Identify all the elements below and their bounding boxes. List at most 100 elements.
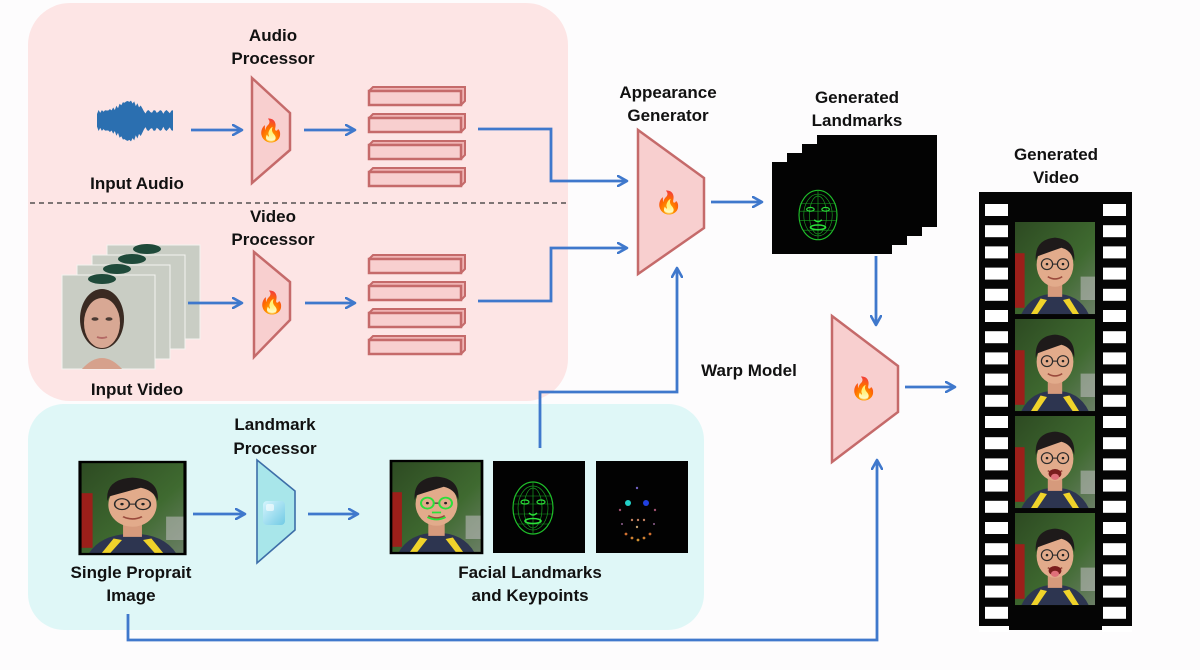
video-frame-smile bbox=[1014, 318, 1096, 412]
arrow-landmarks-to-generator bbox=[538, 268, 677, 448]
feature-vector bbox=[367, 281, 466, 302]
waveform-icon bbox=[97, 100, 173, 142]
film-sprocket-hole bbox=[1103, 288, 1126, 301]
film-sprocket-hole bbox=[1103, 246, 1126, 259]
film-sprocket-hole bbox=[985, 310, 1008, 322]
video-frame-tongue-out-eyes-closed bbox=[1014, 415, 1096, 509]
film-sprocket-hole bbox=[985, 564, 1008, 577]
film-sprocket-hole bbox=[985, 437, 1008, 450]
input-video-label: Input Video bbox=[91, 380, 183, 399]
portrait-label-2: Image bbox=[106, 586, 155, 605]
video-processor-block bbox=[252, 249, 292, 361]
film-sprocket-hole bbox=[985, 416, 1008, 428]
video-frame-smile bbox=[1014, 221, 1096, 315]
keypoint bbox=[630, 518, 634, 522]
arrow-video-features-to-generator bbox=[478, 248, 627, 303]
keypoint bbox=[618, 508, 622, 512]
feature-vector bbox=[367, 167, 466, 188]
film-sprocket-hole bbox=[985, 479, 1008, 492]
film-sprocket-hole bbox=[985, 500, 1008, 513]
feature-vector bbox=[367, 113, 466, 134]
keypoint bbox=[648, 532, 652, 536]
facial-landmarks-title-2: and Keypoints bbox=[471, 586, 588, 605]
film-sprocket-hole bbox=[1103, 267, 1126, 280]
waveform-shape bbox=[97, 100, 173, 142]
film-sprocket-hole bbox=[985, 458, 1008, 471]
keypoint bbox=[643, 500, 649, 506]
film-sprocket-hole bbox=[1103, 564, 1126, 577]
film-sprocket-hole bbox=[985, 204, 1008, 216]
sparse-keypoints bbox=[596, 461, 688, 553]
audio-processor-title-1: Audio bbox=[249, 26, 297, 45]
appearance-generator-title-1: Appearance bbox=[619, 83, 716, 102]
appearance-generator-block bbox=[636, 127, 706, 277]
ice-cube-icon bbox=[263, 501, 285, 525]
film-sprocket-hole bbox=[1103, 416, 1126, 428]
film-sprocket-hole bbox=[1103, 331, 1126, 344]
film-sprocket-hole bbox=[985, 352, 1008, 365]
feature-vector bbox=[367, 308, 466, 329]
film-sprocket-hole bbox=[1103, 479, 1126, 492]
generated-video-title-2: Video bbox=[1033, 168, 1079, 187]
keypoint bbox=[642, 536, 646, 540]
generated-landmarks-title-2: Landmarks bbox=[812, 111, 903, 130]
film-sprocket-hole bbox=[1103, 585, 1126, 598]
video-processor-title-1: Video bbox=[250, 207, 296, 226]
keypoint bbox=[624, 532, 628, 536]
video-processor-title-2: Processor bbox=[231, 230, 315, 249]
video-frame-tongue-out bbox=[1014, 512, 1096, 606]
keypoint bbox=[636, 538, 640, 542]
film-sprocket-hole bbox=[1103, 225, 1126, 238]
landmark-processor-title-1: Landmark bbox=[234, 415, 316, 434]
film-sprocket-hole bbox=[985, 373, 1008, 386]
face-mesh-wireframe bbox=[493, 461, 585, 553]
film-sprocket-hole bbox=[1103, 352, 1126, 365]
keypoint bbox=[653, 508, 657, 512]
portrait-photo bbox=[78, 460, 187, 556]
film-sprocket-hole bbox=[1103, 437, 1126, 450]
keypoint bbox=[635, 486, 639, 490]
input-audio-label: Input Audio bbox=[90, 174, 184, 193]
generated-landmarks-title-1: Generated bbox=[815, 88, 899, 107]
fire-icon: 🔥 bbox=[850, 376, 877, 401]
keypoint bbox=[625, 500, 631, 506]
keypoint bbox=[653, 523, 655, 525]
fire-icon: 🔥 bbox=[655, 190, 682, 215]
film-sprocket-hole bbox=[985, 585, 1008, 598]
film-sprocket-hole bbox=[1103, 500, 1126, 513]
film-sprocket-hole bbox=[1103, 310, 1126, 322]
film-strip bbox=[979, 192, 1132, 632]
keypoint bbox=[635, 525, 639, 529]
facial-landmarks-title-1: Facial Landmarks bbox=[458, 563, 602, 582]
keypoint bbox=[621, 523, 623, 525]
feature-vector bbox=[367, 335, 466, 356]
keypoint bbox=[630, 536, 634, 540]
film-sprocket-hole bbox=[985, 288, 1008, 301]
film-sprocket-hole bbox=[985, 225, 1008, 238]
film-sprocket-hole bbox=[1103, 522, 1126, 534]
video-frame bbox=[61, 274, 156, 370]
film-sprocket-hole bbox=[1103, 373, 1126, 386]
film-sprocket-hole bbox=[985, 267, 1008, 280]
film-sprocket-hole bbox=[985, 606, 1008, 619]
film-sprocket-hole bbox=[1103, 204, 1126, 216]
film-sprocket-hole bbox=[985, 331, 1008, 344]
arrow-audio-features-to-generator bbox=[478, 127, 627, 181]
film-sprocket-hole bbox=[1103, 606, 1126, 619]
keypoint bbox=[636, 518, 640, 522]
feature-vector bbox=[367, 86, 466, 107]
warp-model-label: Warp Model bbox=[701, 361, 797, 380]
film-sprocket-hole bbox=[1103, 543, 1126, 556]
fire-icon: 🔥 bbox=[258, 290, 285, 315]
feature-vector bbox=[367, 254, 466, 275]
film-sprocket-hole bbox=[1103, 458, 1126, 471]
fire-icon: 🔥 bbox=[257, 118, 284, 143]
generated-video-title-1: Generated bbox=[1014, 145, 1098, 164]
warp-model-block bbox=[830, 313, 900, 465]
arrow-portrait-to-warp bbox=[126, 460, 877, 642]
film-sprocket-hole bbox=[1103, 394, 1126, 407]
video-frames-stack bbox=[61, 244, 201, 370]
feature-vector bbox=[367, 140, 466, 161]
generated-landmarks-stack bbox=[772, 135, 937, 254]
